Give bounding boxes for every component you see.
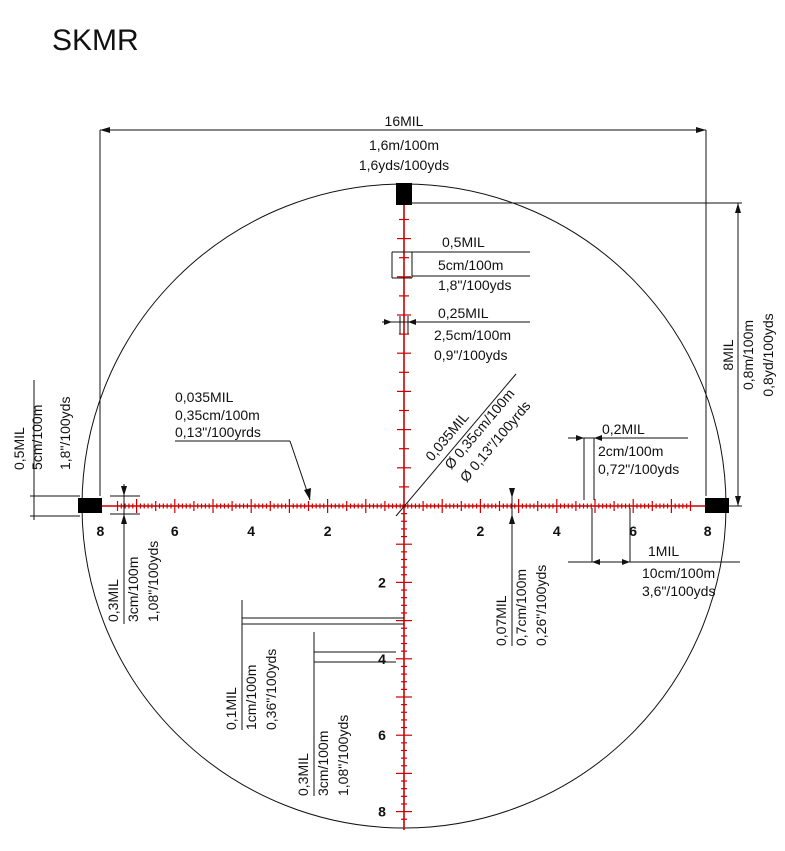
overall-height-line-1: 8MIL [720,339,736,370]
callout-post-left-3: 1,8"/100yds [57,397,73,470]
axis-number-horizontal: 8 [704,523,712,539]
callout-post-left-1: 0,5MIL [11,427,27,470]
callout-fifth-mil-3: 0,72"/100yds [598,461,679,477]
callout-post-left-2: 5cm/100m [29,405,45,470]
axis-number-horizontal: 6 [629,523,637,539]
post-top [396,183,412,205]
callout-tick-left-1: 0,3MIL [105,579,121,622]
callout-line-thickness-2: 0,35cm/100m [175,407,260,423]
overall-width-line-1: 16MIL [385,113,424,129]
axis-number-horizontal: 4 [553,523,561,539]
callout-tick-small-2: 0,7cm/100m [513,569,529,646]
axis-number-horizontal: 2 [477,523,485,539]
callout-fifth-mil-2: 2cm/100m [598,443,663,459]
axis-numbers: 8 6 4 2 2 4 6 8 2 4 6 8 [97,523,712,820]
callout-quarter-mil-2: 2,5cm/100m [434,327,511,343]
axis-number-horizontal: 6 [171,523,179,539]
overall-height-line-2: 0,8m/100m [740,320,756,390]
callout-half-mil-v-3: 1,8"/100yds [438,277,511,293]
callout-tenth-mil-2: 1cm/100m [243,665,259,730]
arrowheads [100,127,741,565]
overall-height-line-3: 0,8yd/100yds [760,313,776,396]
callout-tick-small-3: 0,26"/100yds [533,565,549,646]
axis-number-horizontal: 2 [324,523,332,539]
reticle-marks [102,205,706,830]
callout-tick-lower-3: 1,08"/100yds [335,715,351,796]
callout-half-mil-v-1: 0,5MIL [442,234,485,250]
callout-fifth-mil-1: 0,2MIL [602,421,645,437]
callout-line-thickness-1: 0,035MIL [175,389,234,405]
axis-number-horizontal: 4 [247,523,255,539]
axis-number-horizontal: 8 [97,523,105,539]
callout-one-mil-2: 10cm/100m [642,565,715,581]
post-left [78,498,102,513]
callout-tick-lower-2: 3cm/100m [315,731,331,796]
callout-quarter-mil-3: 0,9"/100yds [434,347,507,363]
page-title: SKMR [52,24,139,57]
callout-tick-lower-1: 0,3MIL [295,753,311,796]
axis-number-vertical: 4 [378,651,386,667]
callout-tick-left-3: 1,08"/100yds [145,541,161,622]
callout-one-mil-1: 1MIL [648,543,679,559]
axis-number-vertical: 2 [378,574,386,590]
axis-number-vertical: 6 [378,727,386,743]
callout-tick-small-1: 0,07MIL [493,595,509,646]
callout-half-mil-v-2: 5cm/100m [438,257,503,273]
axis-number-vertical: 8 [378,804,386,820]
callout-line-thickness-3: 0,13"/100yrds [175,424,261,440]
callout-one-mil-3: 3,6"/100yds [642,583,715,599]
callout-tick-left-2: 3cm/100m [125,557,141,622]
post-right [705,498,729,513]
dimension-lines [30,129,742,796]
callout-tenth-mil-1: 0,1MIL [223,687,239,730]
callout-quarter-mil-1: 0,25MIL [438,305,489,321]
callout-tenth-mil-3: 0,36"/100yds [263,649,279,730]
overall-width-line-2: 1,6m/100m [369,137,439,153]
overall-width-line-3: 1,6yds/100yds [359,157,449,173]
